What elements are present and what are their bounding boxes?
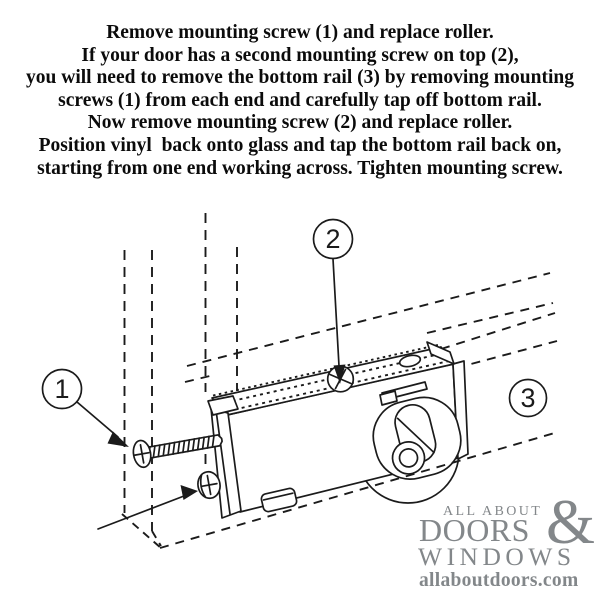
bottom-rail-dashed-line	[159, 431, 559, 549]
instruction-line: starting from one end working across. Ti…	[37, 157, 563, 179]
callout-1-arrow-2	[97, 495, 185, 530]
instruction-line: Remove mounting screw (1) and replace ro…	[106, 22, 494, 43]
callout-1: 1	[41, 368, 198, 530]
logo-windows: WINDOWS	[418, 542, 576, 571]
bottom-rail-dashed-lines	[184, 272, 558, 383]
company-logo: ALL ABOUT & DOORS WINDOWS allaboutdoors.…	[418, 491, 600, 600]
housing-tab	[260, 487, 298, 513]
top-oval-hole	[398, 354, 422, 368]
instruction-line: screws (1) from each end and carefully t…	[58, 89, 542, 111]
instruction-text: Remove mounting screw (1) and replace ro…	[0, 22, 600, 180]
side-mounting-screw	[197, 470, 221, 500]
instruction-line: Position vinyl back onto glass and tap t…	[38, 134, 562, 156]
callout-2: 2	[312, 218, 354, 384]
mounting-screw	[132, 434, 223, 469]
callout-1-arrow	[76, 401, 119, 438]
callout-1-label: 1	[54, 374, 69, 404]
callout-2-arrow	[332, 258, 340, 367]
logo-all-about: ALL ABOUT	[443, 504, 543, 519]
instruction-line: Now remove mounting screw (2) and replac…	[87, 112, 513, 134]
callout-2-label: 2	[325, 224, 340, 254]
logo-ampersand: &	[546, 487, 596, 557]
callout-3: 3	[508, 378, 548, 418]
instruction-line: If your door has a second mounting screw…	[81, 44, 519, 66]
instruction-line: you will need to remove the bottom rail …	[26, 67, 574, 89]
website-link[interactable]: allaboutdoors.com	[419, 570, 579, 591]
logo-doors: DOORS	[419, 512, 530, 548]
callout-3-label: 3	[520, 383, 535, 413]
wheel-bracket	[372, 396, 462, 480]
